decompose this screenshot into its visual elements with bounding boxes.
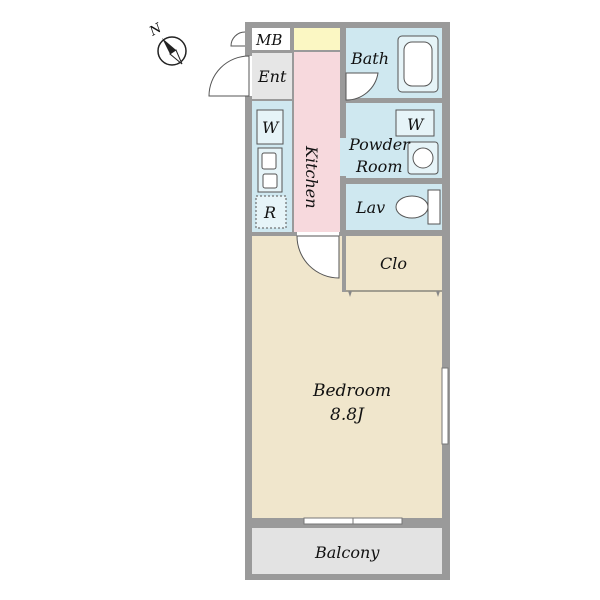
kitchen-label: Kitchen	[302, 145, 321, 209]
kitchen-floor	[294, 52, 340, 232]
powder-door-gap	[340, 138, 346, 176]
compass-north-label: N	[146, 20, 165, 39]
washer-right-label: W	[407, 115, 425, 134]
closet-door-marker-right	[436, 291, 440, 297]
bath-label: Bath	[350, 49, 389, 68]
mb-floor	[252, 28, 290, 50]
balcony-label: Balcony	[314, 543, 380, 562]
mb-door-swing	[230, 31, 246, 47]
compass-circle	[157, 36, 187, 66]
entrance-floor	[252, 53, 292, 99]
refrigerator	[255, 195, 287, 229]
balcony-floor	[252, 528, 442, 574]
kitchen-sink	[261, 152, 277, 170]
closet-label: Clo	[380, 254, 407, 273]
bedroom-label: Bedroom	[312, 381, 391, 401]
toilet-tank	[427, 189, 441, 225]
refrigerator-label: R	[263, 203, 276, 222]
powder-room-label-1: Powder	[348, 135, 411, 154]
bedroom-window-right	[441, 367, 449, 445]
bedroom-floor	[252, 236, 442, 518]
washer-left-label: W	[262, 118, 280, 137]
mb-label: MB	[255, 31, 282, 49]
powder-room-label-2: Room	[355, 157, 402, 176]
washer-right	[395, 109, 435, 137]
washer-left	[256, 109, 284, 145]
bedroom-door-gap	[297, 232, 339, 236]
closet-door-marker-left	[348, 291, 352, 297]
kitchen-stove	[262, 173, 278, 189]
bedroom-door-swing	[296, 235, 340, 279]
bathtub-inner	[403, 41, 433, 87]
entrance-label: Ent	[257, 67, 287, 86]
lavatory-label: Lav	[355, 198, 385, 217]
compass-needle-north	[162, 38, 176, 54]
bath-door-swing	[345, 72, 379, 101]
bedroom-size-label: 8.8J	[330, 405, 365, 425]
bedroom-corner-wall	[342, 232, 346, 292]
toilet-bowl	[395, 195, 429, 219]
compass-needle-south	[169, 49, 183, 65]
powder-basin	[412, 147, 434, 169]
top-shelf-floor	[294, 28, 340, 50]
entrance-door-swing	[208, 55, 250, 97]
